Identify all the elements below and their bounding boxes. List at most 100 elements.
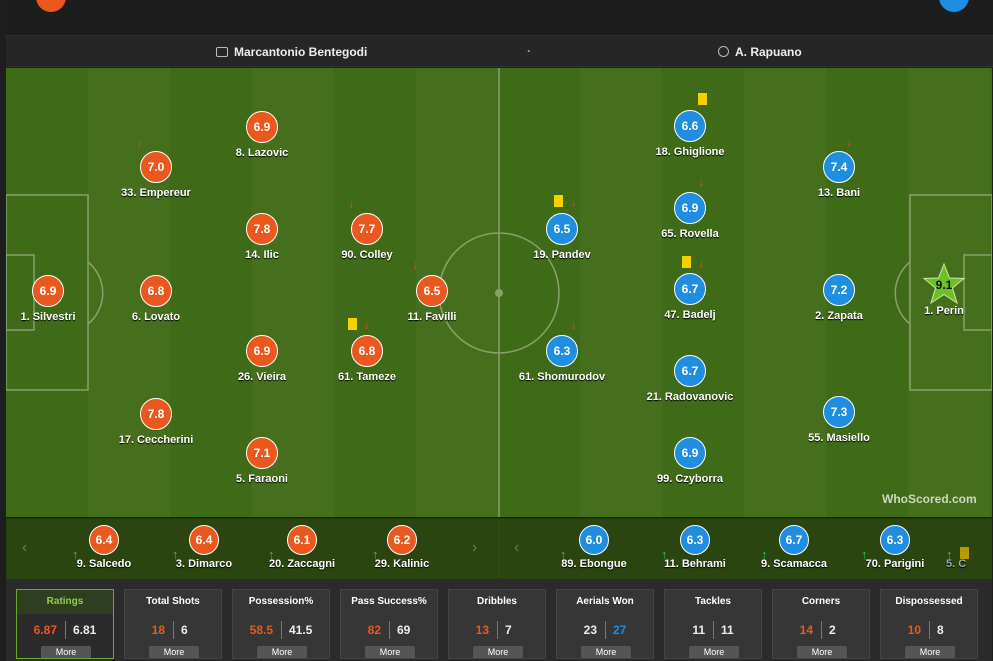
more-button[interactable]: More xyxy=(365,646,415,658)
player-name: 47. Badelj xyxy=(664,309,716,321)
player-rating: 7.4 xyxy=(823,151,855,183)
more-button[interactable]: More xyxy=(473,646,523,658)
player-name: 9. Salcedo xyxy=(76,558,132,570)
player-name: 26. Vieira xyxy=(237,371,287,383)
player-rating: 6.3 xyxy=(546,335,578,367)
more-button[interactable]: More xyxy=(149,646,199,658)
player-home-61[interactable]: 6.8 61. Tameze xyxy=(297,335,437,383)
player-name: 61. Shomurodov xyxy=(518,371,606,383)
stat-separator xyxy=(605,621,606,639)
player-rating: 6.6 xyxy=(674,110,706,142)
stat-home-value: 11 xyxy=(692,623,705,637)
sub-away-11[interactable]: 6.3 11. Behrami xyxy=(645,525,745,570)
player-away-1[interactable]: 9.1 1. Perin xyxy=(874,263,993,317)
referee: A. Rapuano xyxy=(718,45,802,59)
stat-title: Aerials Won xyxy=(576,596,634,607)
more-button[interactable]: More xyxy=(41,646,91,658)
player-home-90[interactable]: 7.7 90. Colley xyxy=(297,213,437,261)
player-away-47[interactable]: 6.7 47. Badelj xyxy=(620,273,760,321)
player-name: 17. Ceccherini xyxy=(118,434,194,446)
player-name: 14. Ilic xyxy=(245,249,279,261)
player-away-19[interactable]: 6.5 19. Pandev xyxy=(492,213,632,261)
stat-separator xyxy=(281,621,282,639)
more-button[interactable]: More xyxy=(689,646,739,658)
player-name: 89. Ebongue xyxy=(561,558,627,570)
sub-home-3[interactable]: 6.4 3. Dimarco xyxy=(154,525,254,570)
player-home-6[interactable]: 6.8 6. Lovato xyxy=(86,275,226,323)
player-rating: 6.4 xyxy=(89,525,119,555)
chevron-left-icon[interactable]: ‹ xyxy=(514,539,520,556)
stat-title: Possession% xyxy=(248,596,314,607)
stat-home-value: 58.5 xyxy=(249,623,273,637)
stat-title: Ratings xyxy=(17,590,113,614)
player-home-8[interactable]: 6.9 8. Lazovic xyxy=(192,111,332,159)
player-name: 9. Scamacca xyxy=(760,558,828,570)
player-away-61[interactable]: 6.3 61. Shomurodov xyxy=(492,335,632,383)
player-away-18[interactable]: 6.6 18. Ghiglione xyxy=(620,110,760,158)
stat-separator xyxy=(713,621,714,639)
player-rating: 6.5 xyxy=(546,213,578,245)
player-rating: 6.2 xyxy=(387,525,417,555)
player-home-1[interactable]: 6.9 1. Silvestri xyxy=(0,275,118,323)
stat-separator xyxy=(821,621,822,639)
player-rating: 7.1 xyxy=(246,437,278,469)
player-name: 70. Parigini xyxy=(865,558,925,570)
player-away-55[interactable]: 7.3 55. Masiello xyxy=(769,396,909,444)
stat-separator xyxy=(929,621,930,639)
player-rating: 6.7 xyxy=(779,525,809,555)
sub-away-5[interactable]: 5. C xyxy=(946,558,986,570)
player-rating: 6.9 xyxy=(674,437,706,469)
player-away-21[interactable]: 6.7 21. Radovanovic xyxy=(620,355,760,403)
sub-off-arrow-icon: ↓ xyxy=(136,135,143,150)
player-home-14[interactable]: 7.8 14. Ilic xyxy=(192,213,332,261)
sub-home-9[interactable]: 6.4 9. Salcedo xyxy=(54,525,154,570)
player-home-33[interactable]: 7.0 33. Empereur xyxy=(86,151,226,199)
yellow-card-icon xyxy=(554,195,563,207)
whistle-icon xyxy=(718,46,729,57)
stat-away-value: 8 xyxy=(937,623,944,637)
player-home-11[interactable]: 6.5 11. Favilli xyxy=(362,275,502,323)
stat-title: Corners xyxy=(801,596,841,607)
player-rating: 6.7 xyxy=(674,355,706,387)
player-rating: 6.9 xyxy=(674,192,706,224)
sub-home-20[interactable]: 6.1 20. Zaccagni xyxy=(252,525,352,570)
more-button[interactable]: More xyxy=(797,646,847,658)
more-button[interactable]: More xyxy=(905,646,955,658)
stat-home-value: 13 xyxy=(475,623,489,637)
player-name: 19. Pandev xyxy=(533,249,591,261)
player-away-65[interactable]: 6.9 65. Rovella xyxy=(620,192,760,240)
player-home-17[interactable]: 7.8 17. Ceccherini xyxy=(86,398,226,446)
chevron-left-icon[interactable]: ‹ xyxy=(22,539,28,556)
player-home-5[interactable]: 7.1 5. Faraoni xyxy=(192,437,332,485)
substitutes-bar: ‹ › ‹ 6.4 9. Salcedo 6.4 3. Dimarco 6.1 … xyxy=(6,518,992,579)
stat-home-value: 6.87 xyxy=(33,623,57,637)
player-away-13[interactable]: 7.4 13. Bani xyxy=(769,151,909,199)
player-name: 99. Czyborra xyxy=(656,473,724,485)
stat-separator xyxy=(389,621,390,639)
stat-separator xyxy=(497,621,498,639)
more-button[interactable]: More xyxy=(257,646,307,658)
player-name: 13. Bani xyxy=(817,187,861,199)
player-home-26[interactable]: 6.9 26. Vieira xyxy=(192,335,332,383)
player-rating: 6.8 xyxy=(140,275,172,307)
player-away-99[interactable]: 6.9 99. Czyborra xyxy=(620,437,760,485)
yellow-card-icon xyxy=(682,256,691,268)
sub-away-89[interactable]: 6.0 89. Ebongue xyxy=(544,525,644,570)
chevron-right-icon[interactable]: › xyxy=(472,539,478,556)
sub-home-29[interactable]: 6.2 29. Kalinic xyxy=(352,525,452,570)
sub-away-70[interactable]: 6.3 70. Parigini xyxy=(845,525,945,570)
player-away-2[interactable]: 7.2 2. Zapata xyxy=(769,274,909,322)
stat-separator xyxy=(65,621,66,639)
sub-away-9[interactable]: 6.7 9. Scamacca xyxy=(744,525,844,570)
more-button[interactable]: More xyxy=(581,646,631,658)
